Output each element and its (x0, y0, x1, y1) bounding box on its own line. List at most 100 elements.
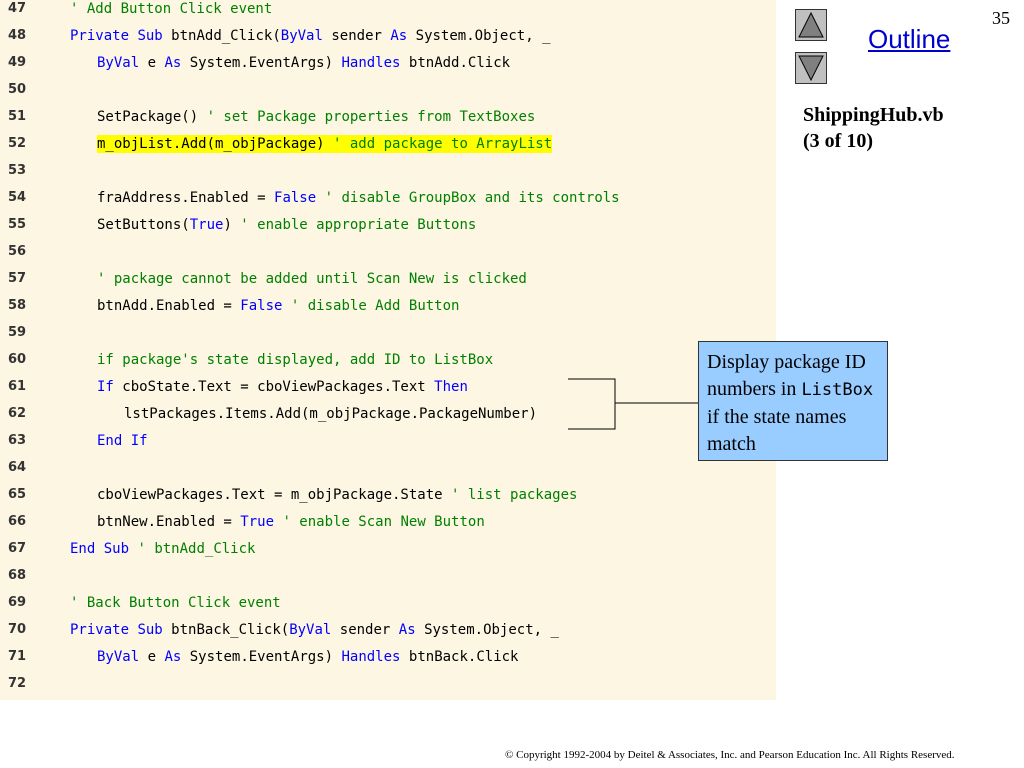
code-text: SetButtons(True) ' enable appropriate Bu… (97, 216, 476, 234)
next-slide-button[interactable] (795, 52, 827, 84)
code-token: False (274, 190, 317, 206)
code-token: ByVal (97, 649, 140, 665)
file-name: ShippingHub.vb (803, 104, 944, 126)
line-number: 71 (8, 649, 27, 664)
code-token: ' enable appropriate Buttons (240, 217, 477, 233)
line-number: 67 (8, 541, 27, 556)
code-token: As (390, 28, 408, 44)
code-token: cboState.Text = cboViewPackages.Text (113, 379, 435, 395)
code-token: ' disable GroupBox and its controls (324, 190, 620, 206)
line-number: 59 (8, 325, 27, 340)
outline-link[interactable]: Outline (868, 24, 951, 54)
code-token: Private (70, 622, 130, 638)
code-text: Private Sub btnBack_Click(ByVal sender A… (70, 621, 559, 639)
code-token: e (139, 649, 165, 665)
code-text: btnAdd.Enabled = False ' disable Add But… (97, 297, 459, 315)
code-token: ' list packages (451, 487, 578, 503)
code-token: btnNew.Enabled = (97, 514, 241, 530)
code-token: ' disable Add Button (290, 298, 460, 314)
code-panel (0, 0, 776, 700)
code-token: System.EventArgs) (181, 55, 342, 71)
code-token: If (97, 379, 114, 395)
code-text: End Sub ' btnAdd_Click (70, 540, 255, 558)
line-number: 53 (8, 163, 27, 178)
code-text: ' Back Button Click event (70, 594, 281, 612)
code-token: btnBack.Click (400, 649, 519, 665)
code-text: Private Sub btnAdd_Click(ByVal sender As… (70, 27, 551, 45)
code-text: ByVal e As System.EventArgs) Handles btn… (97, 54, 510, 72)
code-text: btnNew.Enabled = True ' enable Scan New … (97, 513, 485, 531)
line-number: 62 (8, 406, 27, 421)
line-number: 49 (8, 55, 27, 70)
code-text: If cboState.Text = cboViewPackages.Text … (97, 378, 468, 396)
callout-code: ListBox (801, 380, 874, 400)
code-token: e (139, 55, 165, 71)
code-text: m_objList.Add(m_objPackage) ' add packag… (97, 135, 553, 153)
code-token: lstPackages.Items.Add(m_objPackage.Packa… (124, 406, 538, 422)
file-title: ShippingHub.vb (3 of 10) (803, 102, 944, 154)
code-token: Handles (341, 649, 401, 665)
line-number: 72 (8, 676, 27, 691)
code-token: End (97, 433, 123, 449)
code-token: ' btnAdd_Click (137, 541, 256, 557)
code-token: Then (434, 379, 468, 395)
callout-text-before: Display package ID numbers in (707, 351, 866, 400)
code-token: False (240, 298, 283, 314)
line-number: 68 (8, 568, 27, 583)
code-token: fraAddress.Enabled = (97, 190, 275, 206)
code-token: ' Back Button Click event (70, 595, 281, 611)
previous-slide-button[interactable] (795, 9, 827, 41)
code-text: SetPackage() ' set Package properties fr… (97, 108, 535, 126)
code-token: True (189, 217, 224, 233)
line-number: 66 (8, 514, 27, 529)
code-token: cboViewPackages.Text = m_objPackage.Stat… (97, 487, 452, 503)
code-token: ' add package to ArrayList (333, 136, 553, 152)
line-number: 47 (8, 1, 27, 16)
line-number: 51 (8, 109, 27, 124)
annotation-callout: Display package ID numbers in ListBox if… (698, 341, 888, 461)
code-token: As (398, 622, 416, 638)
code-text: ByVal e As System.EventArgs) Handles btn… (97, 648, 519, 666)
code-token: Handles (341, 55, 401, 71)
code-token: Sub (137, 622, 163, 638)
triangle-up-icon (798, 11, 824, 38)
code-token: SetButtons( (97, 217, 190, 233)
code-token (282, 298, 290, 314)
code-token: End (70, 541, 96, 557)
code-text: ' Add Button Click event (70, 0, 272, 18)
line-number: 55 (8, 217, 27, 232)
code-token (95, 541, 103, 557)
code-token: sender (331, 622, 399, 638)
code-token: btnAdd.Click (400, 55, 511, 71)
line-number: 64 (8, 460, 27, 475)
code-token: As (164, 55, 182, 71)
code-token: As (164, 649, 182, 665)
line-number: 58 (8, 298, 27, 313)
line-number: 50 (8, 82, 27, 97)
code-token: btnAdd.Enabled = (97, 298, 241, 314)
code-token: System.Object, _ (415, 622, 559, 638)
line-number: 56 (8, 244, 27, 259)
code-token: m_objList.Add(m_objPackage) (97, 136, 334, 152)
line-number: 65 (8, 487, 27, 502)
code-token: ByVal (280, 28, 323, 44)
code-token: Sub (103, 541, 130, 557)
code-token: SetPackage() (97, 109, 207, 125)
code-token: ' enable Scan New Button (282, 514, 485, 530)
code-token: If (130, 433, 148, 449)
code-token: ByVal (289, 622, 332, 638)
line-number: 57 (8, 271, 27, 286)
code-token: ByVal (97, 55, 140, 71)
code-token: ' package cannot be added until Scan New… (97, 271, 527, 287)
code-token: btnBack_Click( (162, 622, 290, 638)
code-token: System.EventArgs) (181, 649, 342, 665)
code-token: ' set Package properties from TextBoxes (206, 109, 536, 125)
code-token (122, 433, 130, 449)
code-text: if package's state displayed, add ID to … (97, 351, 493, 369)
code-token: True (240, 514, 275, 530)
line-number: 52 (8, 136, 27, 151)
line-number: 54 (8, 190, 27, 205)
line-number: 48 (8, 28, 27, 43)
page-number: 35 (992, 8, 1010, 28)
code-token: ' Add Button Click event (70, 1, 273, 17)
